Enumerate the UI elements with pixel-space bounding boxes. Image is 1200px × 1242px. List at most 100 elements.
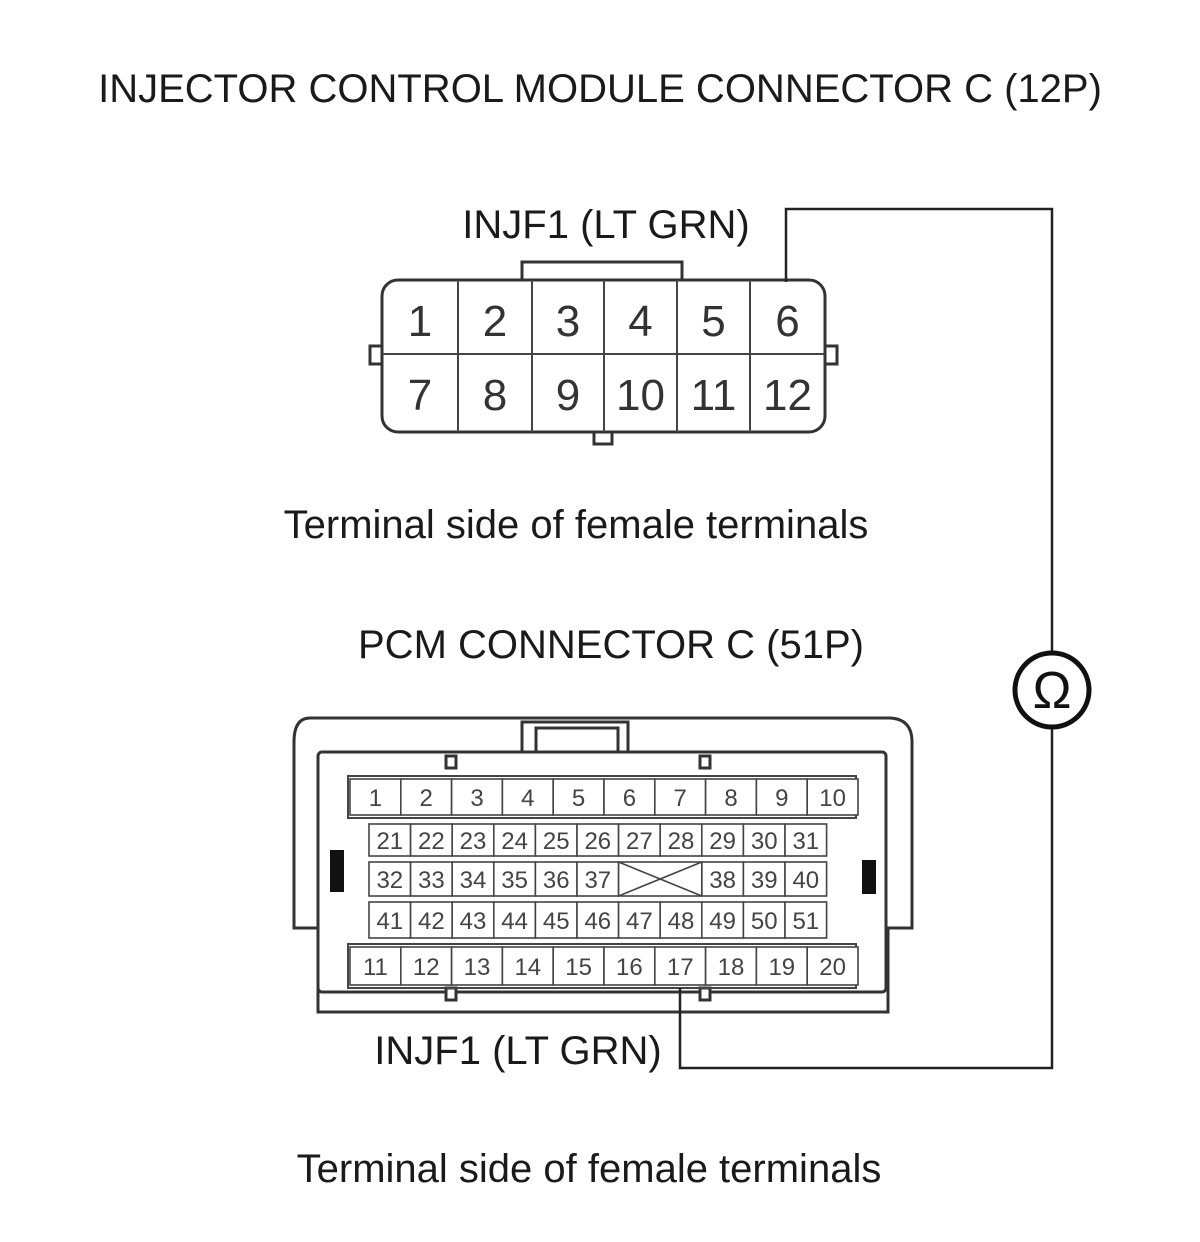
pcm-tab-top-left <box>444 754 458 770</box>
pcm-row2-pin-label: 27 <box>626 828 653 855</box>
pcm-row2-pin-cell <box>534 823 578 857</box>
pcm-row4-pin-label: 44 <box>501 908 528 935</box>
pcm-row2-pin-label: 31 <box>792 828 819 855</box>
pcm-row3-pin-label: 35 <box>501 867 528 894</box>
pcm-row2-pin-label: 25 <box>543 828 570 855</box>
pcm-row4-pin-label: 43 <box>460 908 487 935</box>
pcm-row2-pin-label: 30 <box>751 828 778 855</box>
pcm-row4-pin-cell <box>409 901 454 939</box>
pcm-row2-pin-cell <box>700 823 745 857</box>
pcm-tab-top-right <box>698 754 712 770</box>
connector-12p-left-tab <box>368 344 384 366</box>
pcm-row4-pin-label: 46 <box>584 908 611 935</box>
pcm-row1-pin-label: 10 <box>819 785 846 812</box>
pcm-row1-pin-label: 9 <box>775 785 788 812</box>
pcm-row1-pin-label: 4 <box>521 785 534 812</box>
pcm-row5-pin-label: 17 <box>667 954 694 981</box>
pcm-row5-pin-cell <box>501 946 554 986</box>
pcm-row2-pin-cell <box>368 823 412 857</box>
pcm-row3-pin-label: 38 <box>709 867 736 894</box>
pcm-row4-pin-label: 49 <box>709 908 736 935</box>
pcm-row5-pin-label: 15 <box>565 954 592 981</box>
pcm-row4-pin-label: 48 <box>668 908 695 935</box>
pcm-row2-pin-label: 23 <box>460 828 487 855</box>
pcm-row5-pin-label: 19 <box>768 954 795 981</box>
pcm-row5-pin-label: 13 <box>464 954 491 981</box>
connector-12p-right-tab <box>823 344 839 366</box>
pcm-caption: Terminal side of female terminals <box>297 1147 882 1191</box>
pcm-row2-pin-cell <box>617 823 661 857</box>
pcm-row1-pin-label: 5 <box>572 785 585 812</box>
pin-label-12p: 12 <box>763 371 812 420</box>
pcm-row3-pin-label: 40 <box>792 867 819 894</box>
pcm-tab-bottom-right <box>698 986 712 1002</box>
pcm-row3-pin-cell <box>784 861 828 897</box>
pin-label-12p: 11 <box>691 371 737 420</box>
pcm-row2-pin-label: 21 <box>376 828 403 855</box>
pcm-row3-pin-label: 37 <box>584 867 611 894</box>
pin-label-12p: 10 <box>616 371 665 420</box>
pcm-row5-pin-label: 12 <box>413 954 440 981</box>
pcm-row4-pin-cell <box>659 901 703 939</box>
pcm-blocked-cross <box>618 861 703 897</box>
pcm-row1-pin-cell <box>349 778 402 816</box>
pcm-row1-pin-cell <box>450 778 504 816</box>
pcm-row1-pin-cell <box>704 778 758 816</box>
pcm-row1-pin-label: 7 <box>674 785 687 812</box>
pin-label-12p: 9 <box>556 371 580 420</box>
ohmmeter-circle <box>1012 650 1092 730</box>
pcm-row3-pin-cell <box>576 861 620 897</box>
pcm-row4-pin-cell <box>492 901 537 939</box>
pcm-row1-pin-label: 8 <box>724 785 737 812</box>
pcm-row3-pin-label: 33 <box>418 867 445 894</box>
pcm-row5-pin-cell <box>653 946 707 986</box>
pcm-row1-pin-label: 6 <box>623 785 636 812</box>
connector-12p-grid <box>382 280 825 432</box>
pcm-row2-pin-cell <box>409 823 454 857</box>
pin-label-12p: 6 <box>775 297 799 346</box>
pcm-row3-pin-cell <box>409 861 454 897</box>
pcm-row5-pin-cell <box>806 946 859 986</box>
pcm-row2-pin-label: 29 <box>709 828 736 855</box>
pin-label-12p: 3 <box>556 297 580 346</box>
test-wire-top <box>784 207 1054 667</box>
pcm-row2-pin-label: 22 <box>418 828 445 855</box>
pin-label-12p: 4 <box>628 297 652 346</box>
pcm-tab-bottom-left <box>444 986 458 1002</box>
pcm-row4-pin-label: 50 <box>751 908 778 935</box>
pcm-row1-pin-label: 3 <box>470 785 483 812</box>
pcm-row1-pin-cell <box>501 778 554 816</box>
pcm-row5-pin-label: 14 <box>514 954 541 981</box>
pcm-row2-pin-label: 28 <box>668 828 695 855</box>
pcm-row3-pin-label: 32 <box>376 867 403 894</box>
pcm-connector-title: PCM CONNECTOR C (51P) <box>358 623 864 667</box>
pcm-right-lock <box>862 860 876 894</box>
pcm-row1-pin-label: 2 <box>420 785 433 812</box>
pcm-row2-pin-cell <box>576 823 620 857</box>
pin-label-12p: 2 <box>483 297 507 346</box>
pcm-row5-pin-label: 18 <box>718 954 745 981</box>
pcm-row3-pin-label: 36 <box>543 867 570 894</box>
pcm-top-key-inner <box>534 726 620 754</box>
pcm-row1-pin-cell <box>755 778 809 816</box>
connector-12p-caption: Terminal side of female terminals <box>284 503 869 547</box>
pcm-row5-pin-cell <box>399 946 453 986</box>
pcm-row4-pin-cell <box>617 901 661 939</box>
pcm-row4-pin-label: 41 <box>376 908 403 935</box>
pcm-row3-pin-label: 34 <box>460 867 487 894</box>
pcm-row4-pin-cell <box>784 901 828 939</box>
pcm-row4-pin-cell <box>700 901 745 939</box>
ohmmeter-circuit: Ω <box>678 207 1092 1070</box>
pcm-row2-pin-label: 26 <box>584 828 611 855</box>
pcm-row3-pin-cell <box>742 861 786 897</box>
pcm-row1-pin-cell <box>806 778 859 816</box>
pin-label-12p: 8 <box>483 371 507 420</box>
pcm-row4-pin-label: 47 <box>626 908 653 935</box>
pcm-row5-pin-label: 20 <box>819 954 846 981</box>
test-wire-bottom <box>678 729 1054 1070</box>
pcm-row4-pin-label: 45 <box>543 908 570 935</box>
pcm-row2-pin-cell <box>784 823 828 857</box>
